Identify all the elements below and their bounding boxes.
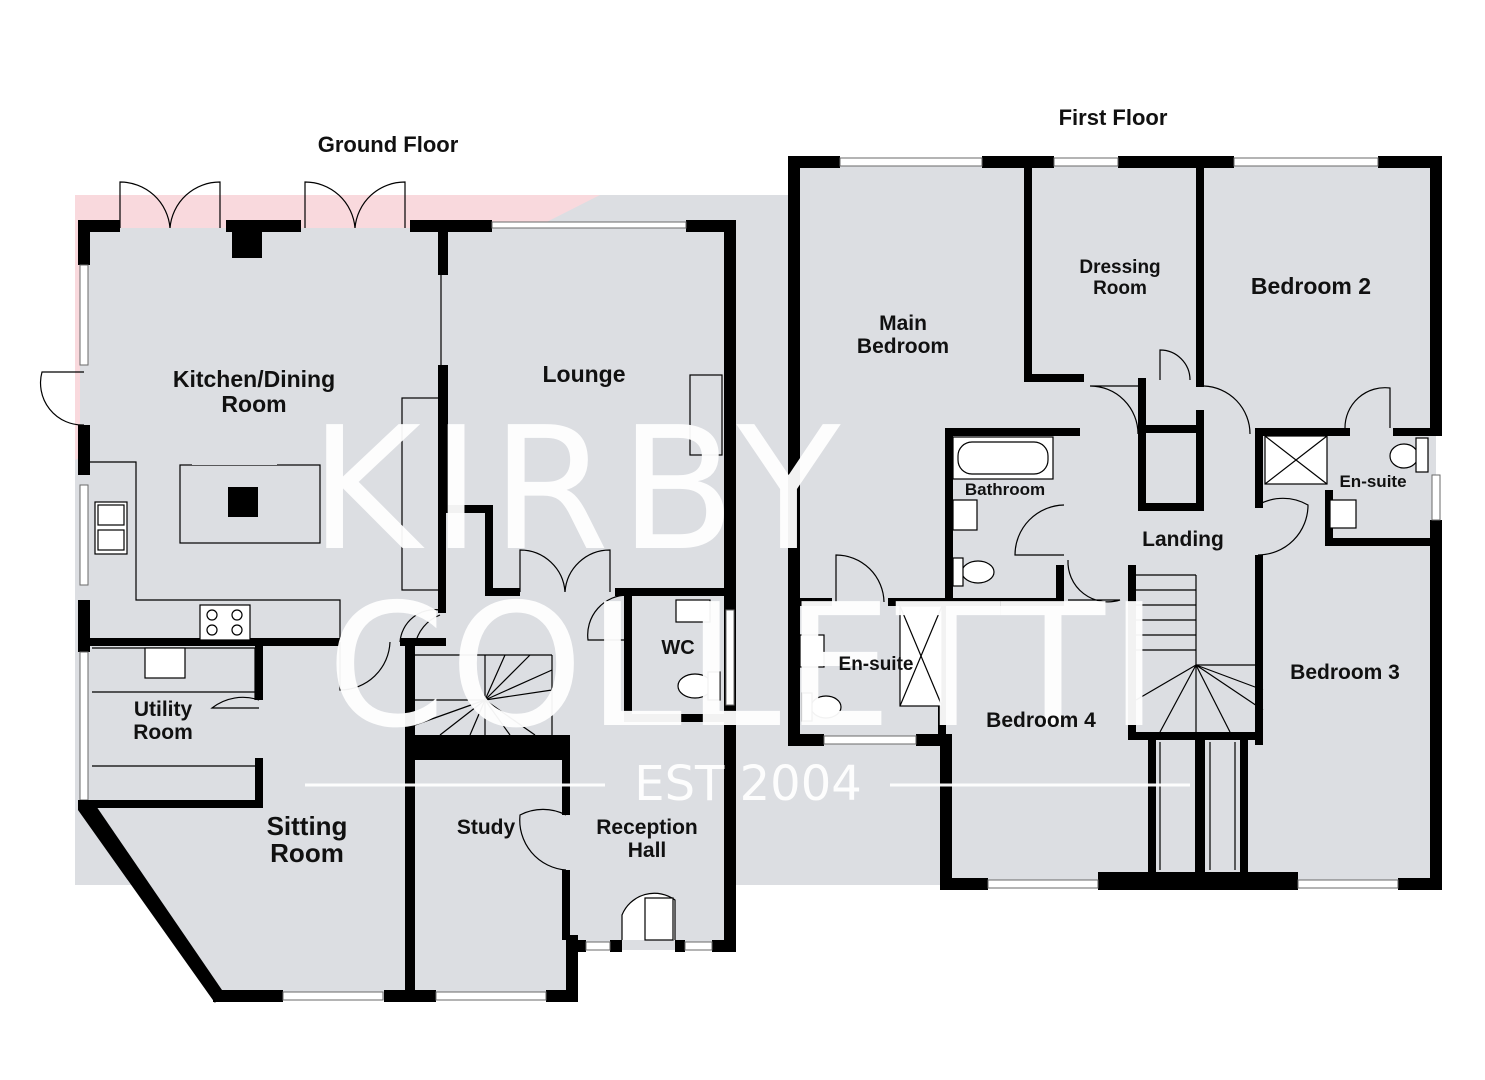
watermark-line2: COLLETTI [327, 568, 1163, 766]
label-study: Study [457, 816, 516, 839]
label-main-bedroom-line2: Bedroom [857, 335, 949, 358]
label-dressing-line1: Dressing [1079, 257, 1160, 278]
ensuite-basin-icon [1329, 499, 1357, 529]
kitchen-fixtures [90, 315, 723, 641]
label-bedroom2: Bedroom 2 [1251, 273, 1371, 299]
label-bedroom3: Bedroom 3 [1290, 661, 1400, 684]
label-dressing-line2: Room [1093, 278, 1147, 299]
label-ensuite-main: En-suite [839, 654, 914, 675]
label-lounge: Lounge [542, 361, 625, 387]
first-floor [788, 156, 1442, 890]
wc-fixtures [675, 599, 721, 701]
first-doors [835, 349, 1391, 870]
kitchen-hob-icon [199, 604, 251, 641]
label-sitting-line1: Sitting [267, 811, 348, 841]
bathroom-basin-icon [952, 499, 978, 531]
ground-stairs [414, 654, 553, 736]
first-floor-title: First Floor [1059, 105, 1168, 130]
label-wc: WC [661, 637, 694, 659]
label-landing: Landing [1142, 528, 1224, 551]
label-main-bedroom-line1: Main [879, 312, 927, 335]
labels: Ground Floor First Floor Kitchen/Dining … [133, 105, 1406, 868]
utility-fixtures [92, 647, 256, 767]
ground-windows [79, 221, 735, 1001]
kitchen-french-doors [39, 181, 406, 426]
bathroom-fixtures [952, 436, 1054, 587]
label-utility-line1: Utility [134, 698, 193, 721]
bath-icon [952, 436, 1054, 480]
ground-interior-walls [78, 275, 730, 995]
main-ensuite-basin-icon [799, 634, 825, 668]
label-reception-line2: Hall [628, 839, 667, 862]
ground-interior-doors [210, 549, 676, 941]
label-reception-line1: Reception [596, 816, 698, 839]
label-kitchen-line1: Kitchen/Dining [173, 366, 335, 392]
first-windows [823, 157, 1441, 889]
watermark: KIRBY COLLETTI EST 2004 [305, 391, 1190, 812]
kitchen-island-hob [228, 487, 258, 517]
ground-floor [39, 181, 736, 1003]
first-exterior-walls [788, 156, 1442, 890]
first-floor-area [795, 163, 1436, 884]
label-sitting-line2: Room [270, 838, 344, 868]
ensuite-right-fixtures [1264, 435, 1429, 529]
watermark-line1: KIRBY [310, 391, 851, 589]
label-kitchen-line2: Room [221, 391, 286, 417]
ground-exterior-walls [78, 220, 736, 1003]
first-interior-walls [800, 162, 1442, 872]
label-utility-line2: Room [133, 721, 193, 744]
ensuite-main-fixtures [799, 605, 943, 722]
ground-floor-title: Ground Floor [318, 132, 459, 157]
utility-sink-icon [144, 647, 186, 679]
watermark-est: EST 2004 [634, 756, 862, 812]
first-stairs [1135, 574, 1264, 733]
label-bathroom: Bathroom [965, 480, 1045, 499]
wc-basin-icon [675, 599, 711, 623]
label-ensuite-right: En-suite [1339, 472, 1406, 491]
label-bedroom4: Bedroom 4 [986, 709, 1096, 732]
ensuite-toilet-icon [1389, 443, 1419, 469]
kitchen-sink-icon [94, 501, 128, 555]
